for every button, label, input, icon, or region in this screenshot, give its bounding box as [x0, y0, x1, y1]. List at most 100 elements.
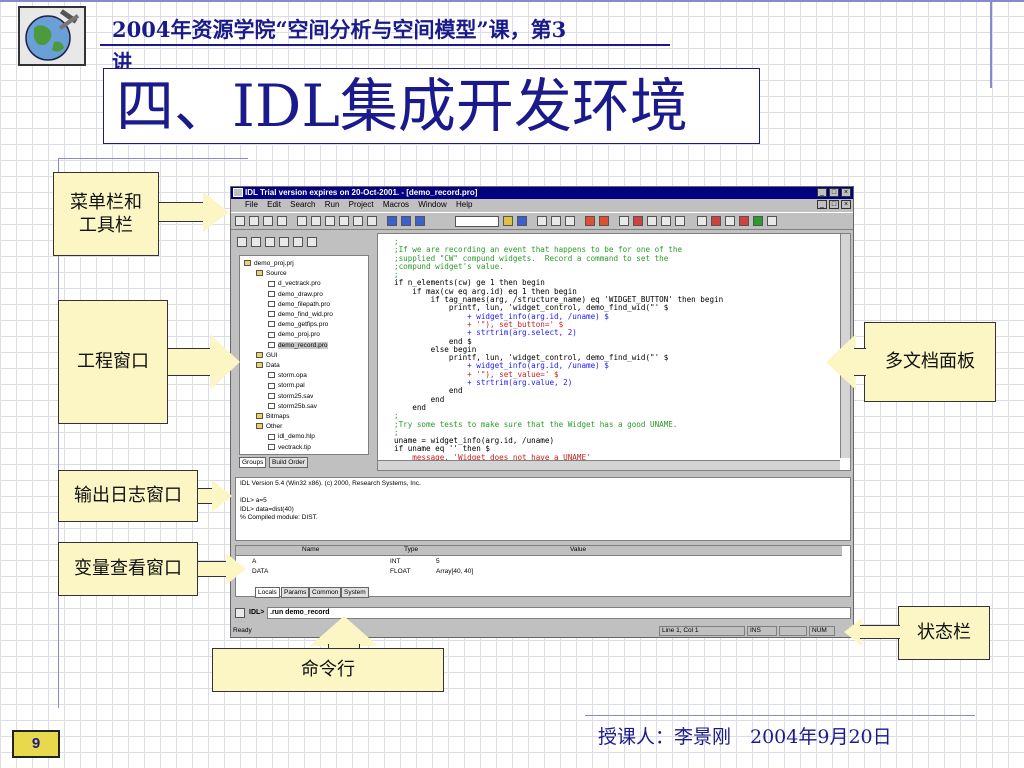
tree-item[interactable]: demo_draw.pro — [268, 291, 323, 298]
page-number: 9 — [12, 730, 60, 758]
callout-variable-watch: 变量查看窗口 — [58, 542, 198, 596]
tab-groups[interactable]: Groups — [239, 457, 267, 468]
project-open-icon[interactable] — [251, 237, 261, 247]
project-props-icon[interactable] — [307, 237, 317, 247]
cut-icon[interactable] — [325, 216, 335, 226]
menu-macros[interactable]: Macros — [382, 200, 410, 209]
find-icon[interactable] — [367, 216, 377, 226]
command-input[interactable]: .run demo_record — [267, 607, 851, 619]
tree-item[interactable]: Bitmaps — [256, 413, 289, 420]
command-history-icon[interactable] — [235, 608, 245, 618]
tab-locals[interactable]: Locals — [255, 587, 280, 598]
step-into-icon[interactable] — [537, 216, 547, 226]
breakpoint-icon[interactable] — [503, 216, 513, 226]
tree-item[interactable]: vectrack.tip — [268, 444, 311, 451]
callout-text: 菜单栏和 — [70, 191, 142, 213]
tree-item[interactable]: GUI — [256, 352, 278, 359]
new-file-icon[interactable] — [235, 216, 245, 226]
macro-dropdown[interactable] — [455, 216, 499, 227]
callout-mdi-panel: 多文档面板 — [864, 322, 996, 402]
run-icon[interactable] — [401, 216, 411, 226]
trace-icon[interactable] — [517, 216, 527, 226]
code-line: ; — [394, 411, 399, 421]
code-area[interactable]: ;;If we are recording an event that happ… — [394, 237, 723, 470]
tree-item-label: demo_find_wid.pro — [278, 311, 333, 318]
editor-hscroll[interactable] — [378, 460, 840, 470]
goto-icon[interactable] — [619, 216, 629, 226]
tree-item[interactable]: storm.opa — [268, 372, 307, 379]
minimize-button[interactable]: _ — [817, 188, 827, 197]
idl-title-bar[interactable]: IDL Trial version expires on 20-Oct-2001… — [231, 187, 853, 199]
tree-item[interactable]: storm25.sav — [268, 393, 313, 400]
panel-icon[interactable] — [661, 216, 671, 226]
settings-icon[interactable] — [767, 216, 777, 226]
status-num: NUM — [809, 626, 835, 636]
menu-file[interactable]: File — [245, 200, 258, 209]
code-line: if n_elements(cw) ge 1 then begin — [394, 278, 545, 288]
compile-icon[interactable] — [387, 216, 397, 226]
stop-icon[interactable] — [585, 216, 595, 226]
tree-item-label: idl_demo.hlp — [278, 433, 315, 441]
print-icon[interactable] — [277, 216, 287, 226]
export-icon[interactable] — [753, 216, 763, 226]
redo-icon[interactable] — [311, 216, 321, 226]
tree-item[interactable]: d_vectrack.pro — [268, 280, 321, 287]
tree-item-label: demo_filepath.pro — [278, 300, 331, 308]
right-deco-line — [990, 0, 992, 88]
gui-builder-icon[interactable] — [725, 216, 735, 226]
project-add-icon[interactable] — [265, 237, 275, 247]
tree-item[interactable]: Data — [256, 362, 280, 369]
tree-item[interactable]: storm25b.sav — [268, 403, 317, 410]
doc-restore-button[interactable]: □ — [829, 200, 839, 209]
tree-item[interactable]: idl_demo.hlp — [268, 433, 315, 440]
undo-icon[interactable] — [297, 216, 307, 226]
tree-item[interactable]: demo_proj.pro — [268, 331, 320, 338]
tree-item[interactable]: demo_find_wid.pro — [268, 311, 333, 318]
grid-icon[interactable] — [675, 216, 685, 226]
monitor-icon[interactable] — [697, 216, 707, 226]
tree-item[interactable]: Other — [256, 423, 282, 430]
callout-text: 工具栏 — [79, 215, 133, 236]
tab-system[interactable]: System — [341, 587, 369, 598]
var-name: DATA — [252, 568, 269, 575]
menu-run[interactable]: Run — [324, 200, 340, 209]
tree-item-label: GUI — [266, 351, 278, 359]
tab-build-order[interactable]: Build Order — [269, 457, 308, 468]
help-icon[interactable] — [739, 216, 749, 226]
project-build-icon[interactable] — [279, 237, 289, 247]
menu-edit[interactable]: Edit — [267, 200, 281, 209]
tree-item[interactable]: Source — [256, 270, 287, 277]
window-title: IDL Trial version expires on 20-Oct-2001… — [245, 188, 478, 197]
project-run-icon[interactable] — [293, 237, 303, 247]
project-new-icon[interactable] — [237, 237, 247, 247]
layout-icon[interactable] — [647, 216, 657, 226]
menu-help[interactable]: Help — [455, 200, 473, 209]
tab-common[interactable]: Common — [309, 587, 342, 598]
step-out-icon[interactable] — [565, 216, 575, 226]
open-file-icon[interactable] — [249, 216, 259, 226]
tree-item[interactable]: demo_filepath.pro — [268, 301, 330, 308]
widget-icon[interactable] — [711, 216, 721, 226]
doc-minimize-button[interactable]: _ — [817, 200, 827, 209]
menu-search[interactable]: Search — [290, 200, 316, 209]
save-icon[interactable] — [263, 216, 273, 226]
tree-item[interactable]: demo_getfips.pro — [268, 321, 328, 328]
step-icon[interactable] — [415, 216, 425, 226]
tree-item[interactable]: demo_proj.prj — [244, 260, 294, 267]
step-over-icon[interactable] — [551, 216, 561, 226]
tree-item[interactable]: demo_record.pro — [268, 341, 328, 349]
paste-icon[interactable] — [353, 216, 363, 226]
arrow-output-log — [198, 480, 232, 512]
tab-params[interactable]: Params — [281, 587, 310, 598]
menu-window[interactable]: Window — [418, 200, 447, 209]
reset-icon[interactable] — [599, 216, 609, 226]
editor-panel[interactable]: ;;If we are recording an event that happ… — [377, 233, 851, 471]
record-icon[interactable] — [633, 216, 643, 226]
copy-icon[interactable] — [339, 216, 349, 226]
doc-close-button[interactable]: × — [841, 200, 851, 209]
menu-project[interactable]: Project — [348, 200, 374, 209]
app-icon — [233, 188, 243, 197]
close-button[interactable]: × — [841, 188, 851, 197]
maximize-button[interactable]: □ — [829, 188, 839, 197]
tree-item[interactable]: storm.pal — [268, 382, 305, 389]
